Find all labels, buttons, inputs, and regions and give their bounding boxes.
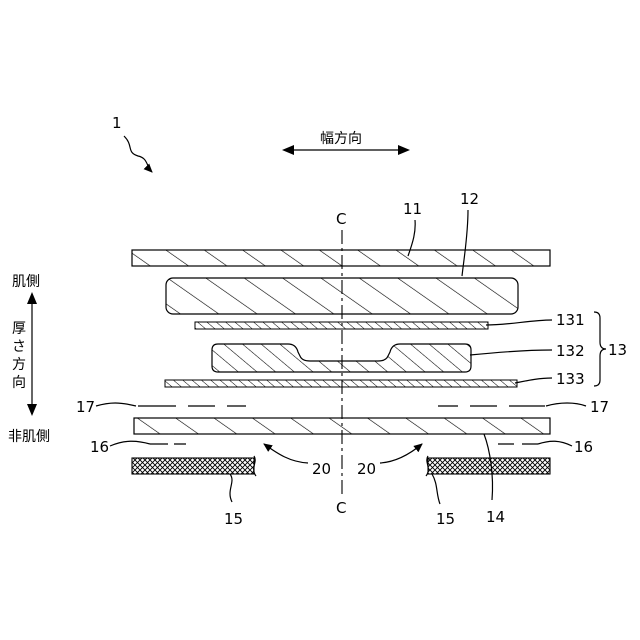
ref-13-label: 13 xyxy=(608,341,627,359)
ref-131-label: 131 xyxy=(556,311,585,329)
ref-16-right-leader xyxy=(538,441,572,446)
thickness-arrow-bottom-head xyxy=(27,404,37,416)
ref-17-left-label: 17 xyxy=(76,398,95,416)
svg-text:厚: 厚 xyxy=(12,321,26,337)
ref-15-right-leader xyxy=(432,474,440,504)
ref-133-label: 133 xyxy=(556,370,585,388)
width-direction-label: 幅方向 xyxy=(320,131,362,147)
ref-12-label: 12 xyxy=(460,190,479,208)
ref-14-label: 14 xyxy=(486,508,505,526)
ref-17-left-leader xyxy=(96,403,136,406)
layer-133-thin-sheet xyxy=(165,380,517,387)
ref-16-right-label: 16 xyxy=(574,438,593,456)
non-skin-side-label: 非肌側 xyxy=(8,429,50,445)
ref-11-label: 11 xyxy=(403,200,422,218)
ref-16-left-leader xyxy=(110,441,150,446)
ref-17-right-label: 17 xyxy=(590,398,609,416)
svg-text:向: 向 xyxy=(12,375,26,391)
ref-15-left-label: 15 xyxy=(224,510,243,528)
ref-133-leader xyxy=(515,378,552,383)
center-label-bottom: C xyxy=(336,499,346,517)
figure-ref-label: 1 xyxy=(112,114,122,132)
ref-15-left-leader xyxy=(230,474,232,502)
thickness-arrow-top-head xyxy=(27,292,37,304)
ref-132-leader xyxy=(470,350,552,355)
svg-text:さ: さ xyxy=(12,339,26,355)
center-label-top: C xyxy=(336,210,346,228)
ref-16-left-label: 16 xyxy=(90,438,109,456)
ref-131-leader xyxy=(486,320,552,325)
ref-20-left-label: 20 xyxy=(312,460,331,478)
ref-132-label: 132 xyxy=(556,342,585,360)
ref-20-left-arrow xyxy=(264,444,308,463)
figure-ref-leader xyxy=(124,136,152,172)
ref-17-right-leader xyxy=(546,403,586,406)
layer-11-top-sheet xyxy=(132,250,550,266)
layer-15-right-pad xyxy=(428,458,550,474)
width-arrow-right-head xyxy=(398,145,410,155)
ref-20-right-arrow xyxy=(380,444,422,463)
ref-13-brace xyxy=(594,312,606,386)
ref-20-right-label: 20 xyxy=(357,460,376,478)
svg-text:方: 方 xyxy=(12,357,26,373)
layer-15-left-pad xyxy=(132,458,254,474)
thickness-direction-label: 厚 さ 方 向 xyxy=(12,320,26,392)
skin-side-label: 肌側 xyxy=(12,274,40,290)
width-arrow-left-head xyxy=(282,145,294,155)
ref-15-right-label: 15 xyxy=(436,510,455,528)
